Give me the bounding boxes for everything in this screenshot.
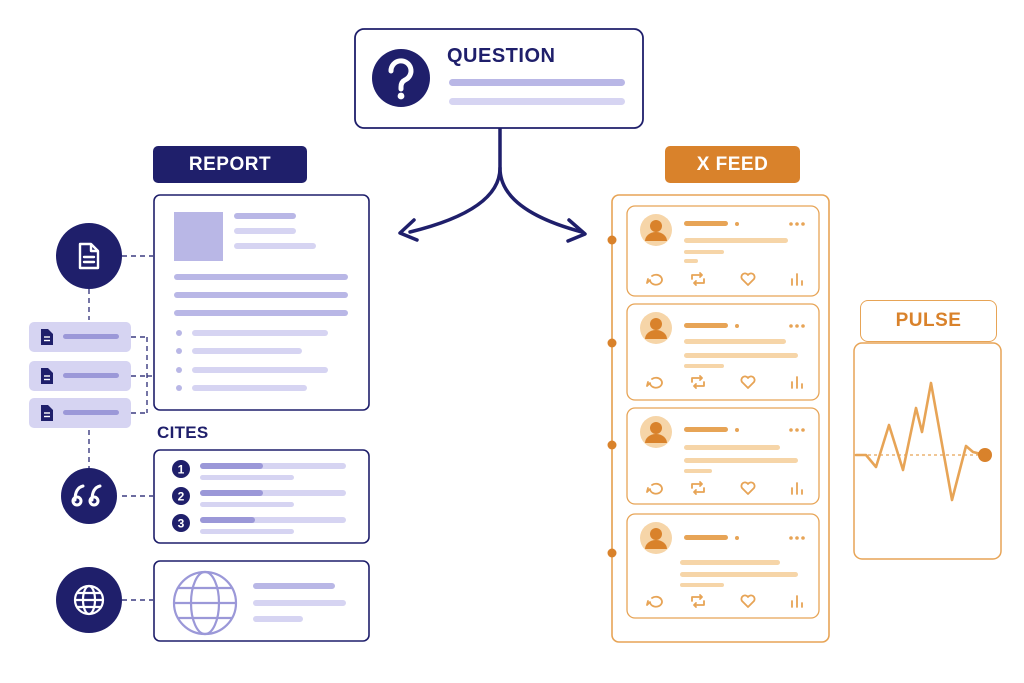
source-connectors — [88, 255, 153, 601]
question-title: QUESTION — [447, 44, 556, 67]
avatar-icon — [640, 522, 672, 554]
question-text-line — [449, 79, 625, 86]
report-card — [153, 194, 370, 411]
feed-post — [626, 303, 820, 401]
question-text-line — [449, 98, 625, 105]
pulse-line — [854, 381, 987, 502]
cite-number: 3 — [178, 517, 185, 531]
pulse-label: PULSE — [860, 300, 997, 342]
feed-post — [626, 205, 820, 297]
avatar-icon — [640, 312, 672, 344]
cites-card: 1 2 3 — [153, 449, 370, 544]
pulse-end-dot — [978, 448, 992, 462]
feed-post — [626, 407, 820, 505]
avatar-icon — [640, 214, 672, 246]
cite-number: 2 — [178, 490, 185, 504]
globe-icon — [56, 567, 122, 633]
branch-arrows — [398, 126, 587, 243]
source-chip — [29, 361, 131, 391]
feed-post — [626, 513, 820, 619]
document-icon — [56, 223, 122, 289]
question-mark-icon — [372, 49, 430, 107]
web-card — [153, 560, 370, 642]
x-feed-label: X FEED — [665, 146, 800, 183]
globe-illustration — [172, 570, 238, 636]
quote-icon — [61, 468, 117, 524]
cites-label: CITES — [157, 423, 209, 442]
cite-number: 1 — [178, 463, 185, 477]
question-card — [354, 28, 644, 129]
report-label: REPORT — [153, 146, 307, 183]
source-chip — [29, 322, 131, 352]
pulse-panel — [853, 342, 1002, 560]
avatar-icon — [640, 416, 672, 448]
report-thumbnail — [174, 212, 223, 261]
source-chip — [29, 398, 131, 428]
